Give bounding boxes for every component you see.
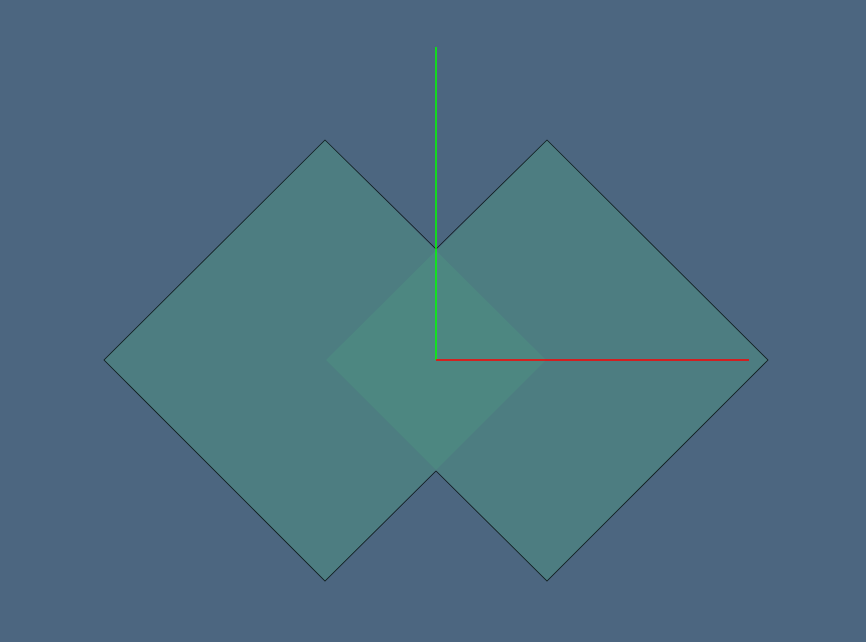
- right-square-outline: [435, 139, 769, 582]
- left-square-outline: [103, 139, 437, 582]
